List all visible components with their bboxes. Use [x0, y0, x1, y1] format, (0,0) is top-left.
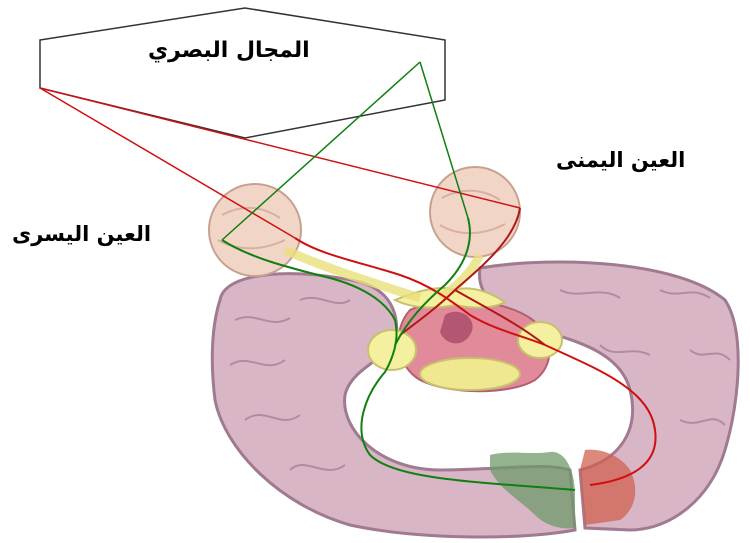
right-hollow [575, 377, 612, 425]
left-geniculate [368, 330, 416, 370]
left-eye [209, 184, 301, 276]
lower-nuclei [420, 358, 520, 390]
left-hollow [378, 401, 441, 451]
right-eye [430, 167, 520, 257]
right-eye-label: العين اليمنى [556, 150, 685, 171]
visual-field-shape [40, 8, 445, 138]
left-eye-label: العين اليسرى [12, 224, 151, 245]
visual-field-label: المجال البصري [148, 40, 310, 62]
